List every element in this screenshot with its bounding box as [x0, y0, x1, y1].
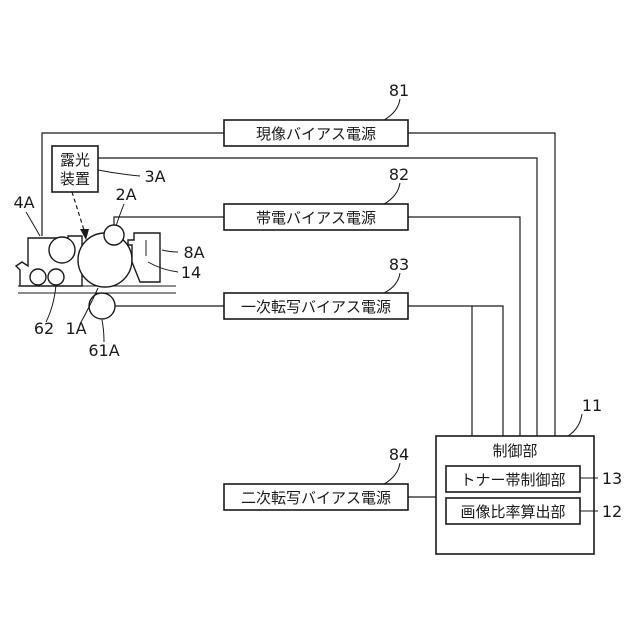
exposure-label-line2: 装置: [60, 170, 90, 188]
image-ratio-calc-label: 画像比率算出部: [460, 503, 565, 521]
image-forming-station: [16, 225, 176, 319]
primary-transfer-roller: [89, 293, 115, 319]
ref-11: 11: [582, 396, 602, 415]
ref-3A: 3A: [144, 167, 165, 186]
supply-screw-left: [30, 269, 46, 285]
ref-81: 81: [389, 81, 409, 100]
leader-3A: [98, 170, 140, 176]
charging-bias-label: 帯電バイアス電源: [256, 209, 376, 227]
primary-transfer-bias-power: 一次転写バイアス電源: [224, 293, 408, 319]
charging-roller: [104, 225, 124, 245]
leader-4A: [26, 212, 40, 236]
development-bias-power: 現像バイアス電源: [224, 120, 408, 146]
secondary-transfer-bias-power: 二次転写バイアス電源: [224, 484, 408, 510]
ref-8A: 8A: [183, 243, 204, 262]
photosensitive-drum: [78, 233, 132, 287]
ref-1A: 1A: [65, 319, 86, 338]
control-unit: 制御部 トナー帯制御部 画像比率算出部: [436, 436, 594, 554]
ref-61A: 61A: [88, 341, 119, 360]
ref-14: 14: [181, 263, 201, 282]
leader-82: [384, 183, 400, 204]
ref-4A: 4A: [13, 193, 34, 212]
ref-13: 13: [602, 469, 622, 488]
control-unit-label: 制御部: [492, 442, 537, 460]
ref-83: 83: [389, 255, 409, 274]
charging-bias-power: 帯電バイアス電源: [224, 204, 408, 230]
ref-12: 12: [602, 502, 622, 521]
wire-primary-right: [408, 306, 503, 436]
development-bias-label: 現像バイアス電源: [256, 125, 376, 143]
leader-83: [384, 273, 400, 293]
supply-screw-right: [48, 269, 64, 285]
ref-82: 82: [389, 165, 409, 184]
leader-84: [384, 463, 400, 484]
secondary-transfer-bias-label: 二次転写バイアス電源: [241, 489, 391, 507]
leader-11: [568, 414, 582, 436]
primary-transfer-bias-label: 一次転写バイアス電源: [241, 298, 391, 316]
drum-cleaner: [128, 233, 160, 282]
leader-61A: [102, 320, 104, 342]
leader-81: [384, 99, 400, 120]
toner-band-control-label: トナー帯制御部: [460, 471, 565, 489]
exposure-label-line1: 露光: [60, 151, 90, 169]
ref-62: 62: [34, 319, 54, 338]
exposure-device: 露光 装置: [52, 146, 98, 240]
wire-development-right: [408, 133, 555, 436]
exposure-beam: [72, 192, 84, 230]
leader-62: [46, 285, 56, 322]
ref-84: 84: [389, 445, 409, 464]
ref-2A: 2A: [115, 185, 136, 204]
wire-charging-left: [114, 217, 224, 227]
leader-2A: [116, 204, 124, 226]
leader-8A: [162, 250, 178, 252]
developing-roller: [49, 237, 75, 263]
